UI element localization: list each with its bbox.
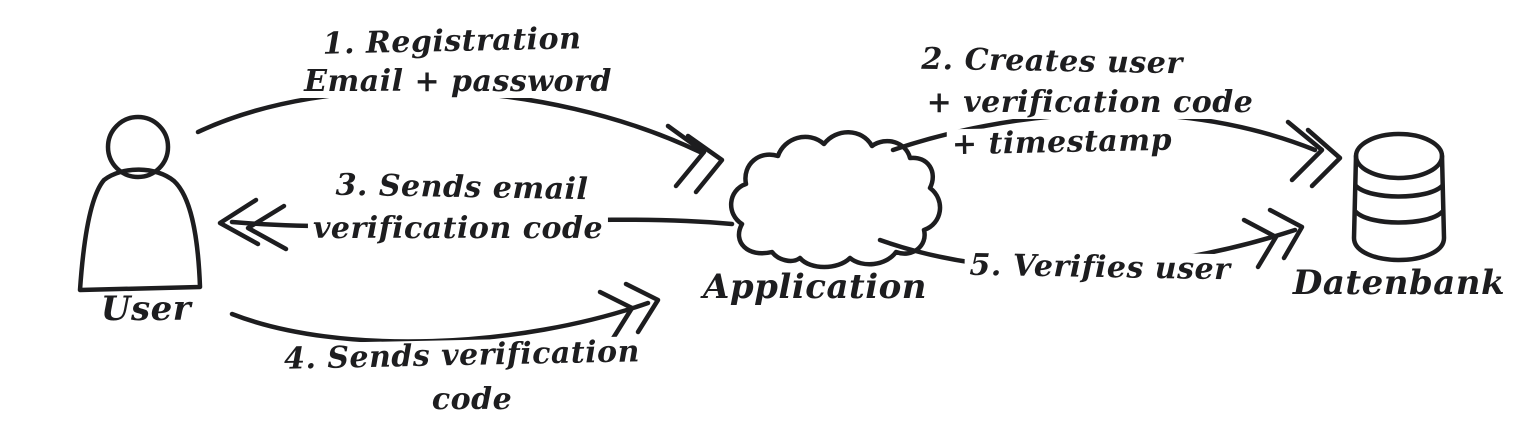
- step-registration-line1: 1. Registration: [317, 21, 587, 62]
- step-submits-code-line2: code: [426, 384, 518, 416]
- arrowhead: [1241, 217, 1279, 270]
- step-submits-code-line1: 4. Sends verification: [278, 334, 646, 377]
- database-label: Datenbank: [1292, 263, 1506, 303]
- arrowhead: [597, 289, 635, 343]
- database-icon: [1351, 131, 1447, 263]
- arrowhead: [217, 197, 261, 247]
- database-top: [1353, 131, 1445, 181]
- step-sends-email-line1: 3. Sends email: [330, 168, 594, 207]
- application-label: Application: [702, 267, 928, 307]
- user-body: [77, 167, 203, 293]
- arrowhead: [623, 281, 661, 335]
- cloud-icon: [729, 130, 943, 270]
- step-creates-user-line2: + verification code: [921, 87, 1259, 119]
- arrowhead: [1267, 207, 1305, 261]
- arrowhead: [1285, 119, 1325, 183]
- user-label: User: [100, 289, 192, 329]
- database-disk-line-2: [1353, 209, 1445, 225]
- step-registration-line2: Email + password: [299, 66, 617, 98]
- cloud-outline: [729, 130, 943, 270]
- user-head: [105, 114, 171, 180]
- arrowhead: [1305, 127, 1343, 189]
- user-icon: [77, 114, 203, 293]
- arrow-submits-code: [229, 281, 661, 344]
- database-sides: [1351, 153, 1447, 263]
- arrowhead: [245, 203, 289, 252]
- step-sends-email-line2: verification code: [307, 213, 609, 245]
- step-verifies-user-line1: 5. Verifies user: [964, 248, 1236, 287]
- step-creates-user-line1: 2. Creates user: [916, 42, 1188, 81]
- arrowhead: [665, 123, 707, 189]
- database-disk-line-1: [1353, 183, 1445, 199]
- step-creates-user-line3: + timestamp: [946, 123, 1178, 162]
- arrowhead: [685, 133, 725, 195]
